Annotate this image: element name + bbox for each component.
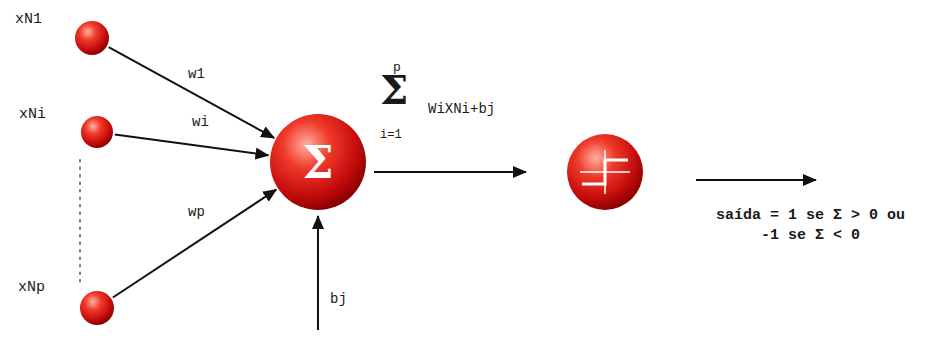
- input-node: xN1: [75, 21, 109, 55]
- sphere: [80, 291, 114, 325]
- weighted-connection: [109, 47, 275, 138]
- weight-label: wi: [190, 114, 211, 130]
- sphere: [81, 116, 113, 148]
- ellipsis-dots: [79, 160, 81, 285]
- output-arrow: [696, 179, 816, 181]
- sphere: [75, 21, 109, 55]
- sum-arrow: [374, 171, 526, 173]
- weight-label: w1: [186, 66, 207, 82]
- step-function: [567, 134, 643, 210]
- input-node: xNi: [81, 116, 113, 148]
- sum-node: Σ: [270, 114, 366, 210]
- sum-symbol: Σ: [302, 137, 333, 188]
- bias-label: bj: [330, 290, 347, 308]
- input-label: xNp: [18, 279, 45, 296]
- formula-lower-limit: i=1: [380, 128, 402, 144]
- output-rule: saída = 1 se Σ > 0 ou -1 se Σ < 0: [703, 206, 918, 245]
- input-node: xNp: [80, 291, 114, 325]
- weight-label: wp: [186, 204, 207, 220]
- weighted-connection: [115, 134, 269, 155]
- weighted-connection: [113, 190, 276, 298]
- input-label: xNi: [19, 106, 46, 123]
- formula-term: WiXNi+bj: [428, 100, 495, 118]
- formula-sigma: Σ: [380, 70, 408, 110]
- bias-arrow: [317, 216, 319, 330]
- input-label: xN1: [15, 11, 42, 28]
